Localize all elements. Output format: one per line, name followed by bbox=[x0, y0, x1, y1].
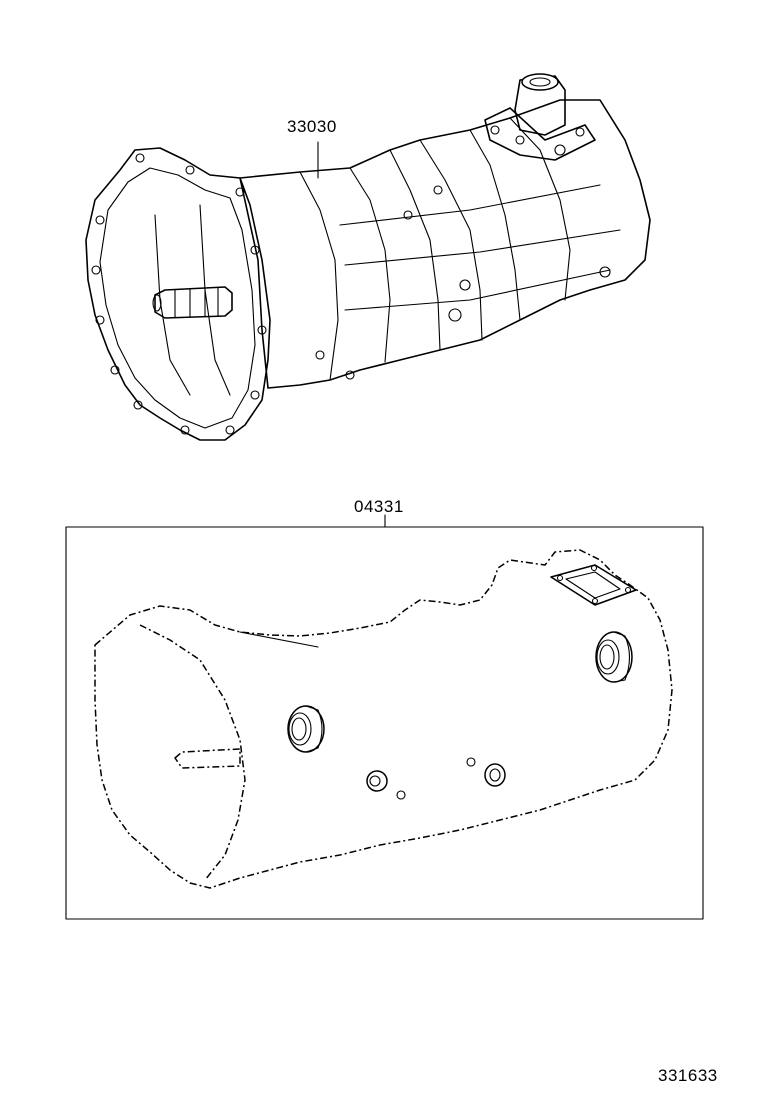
o-ring-left bbox=[396, 790, 406, 800]
small-oil-seal-right bbox=[484, 763, 506, 787]
case-rib bbox=[344, 229, 621, 266]
phantom-bell-housing-edge bbox=[139, 624, 246, 881]
input-shaft bbox=[152, 286, 233, 319]
case-rib bbox=[344, 269, 611, 311]
bell-housing-rim bbox=[99, 167, 256, 429]
gasket-kit[interactable] bbox=[65, 514, 704, 920]
part-number-04331[interactable]: 04331 bbox=[354, 497, 404, 516]
phantom-transmission-outline bbox=[94, 549, 673, 889]
phantom-crease bbox=[239, 631, 319, 648]
case-rib bbox=[509, 117, 571, 301]
cavity-line bbox=[154, 214, 191, 396]
front-oil-seal bbox=[287, 705, 325, 753]
shift-lever-retainer-gasket bbox=[550, 564, 637, 606]
case-rib bbox=[299, 171, 339, 381]
bell-housing-flange bbox=[85, 147, 271, 441]
case-rib bbox=[339, 184, 601, 226]
part-number-33030[interactable]: 33030 bbox=[287, 117, 337, 136]
case-rib bbox=[349, 167, 391, 363]
transmission-assembly-drawing[interactable] bbox=[85, 73, 651, 441]
case-rib bbox=[469, 129, 521, 321]
case-rib bbox=[419, 139, 483, 341]
phantom-input-shaft bbox=[174, 748, 241, 769]
o-ring-right bbox=[466, 757, 476, 767]
illustration-number: 331633 bbox=[658, 1066, 718, 1085]
rear-oil-seal bbox=[595, 631, 633, 683]
case-rib bbox=[389, 149, 441, 351]
kit-frame bbox=[65, 526, 704, 920]
transmission-case bbox=[239, 99, 651, 389]
shift-lever-retainer bbox=[484, 73, 596, 161]
small-oil-seal-left bbox=[366, 770, 388, 792]
case-bolts bbox=[315, 144, 611, 380]
flange-bolt-holes bbox=[91, 153, 267, 435]
cavity-line bbox=[199, 204, 231, 396]
